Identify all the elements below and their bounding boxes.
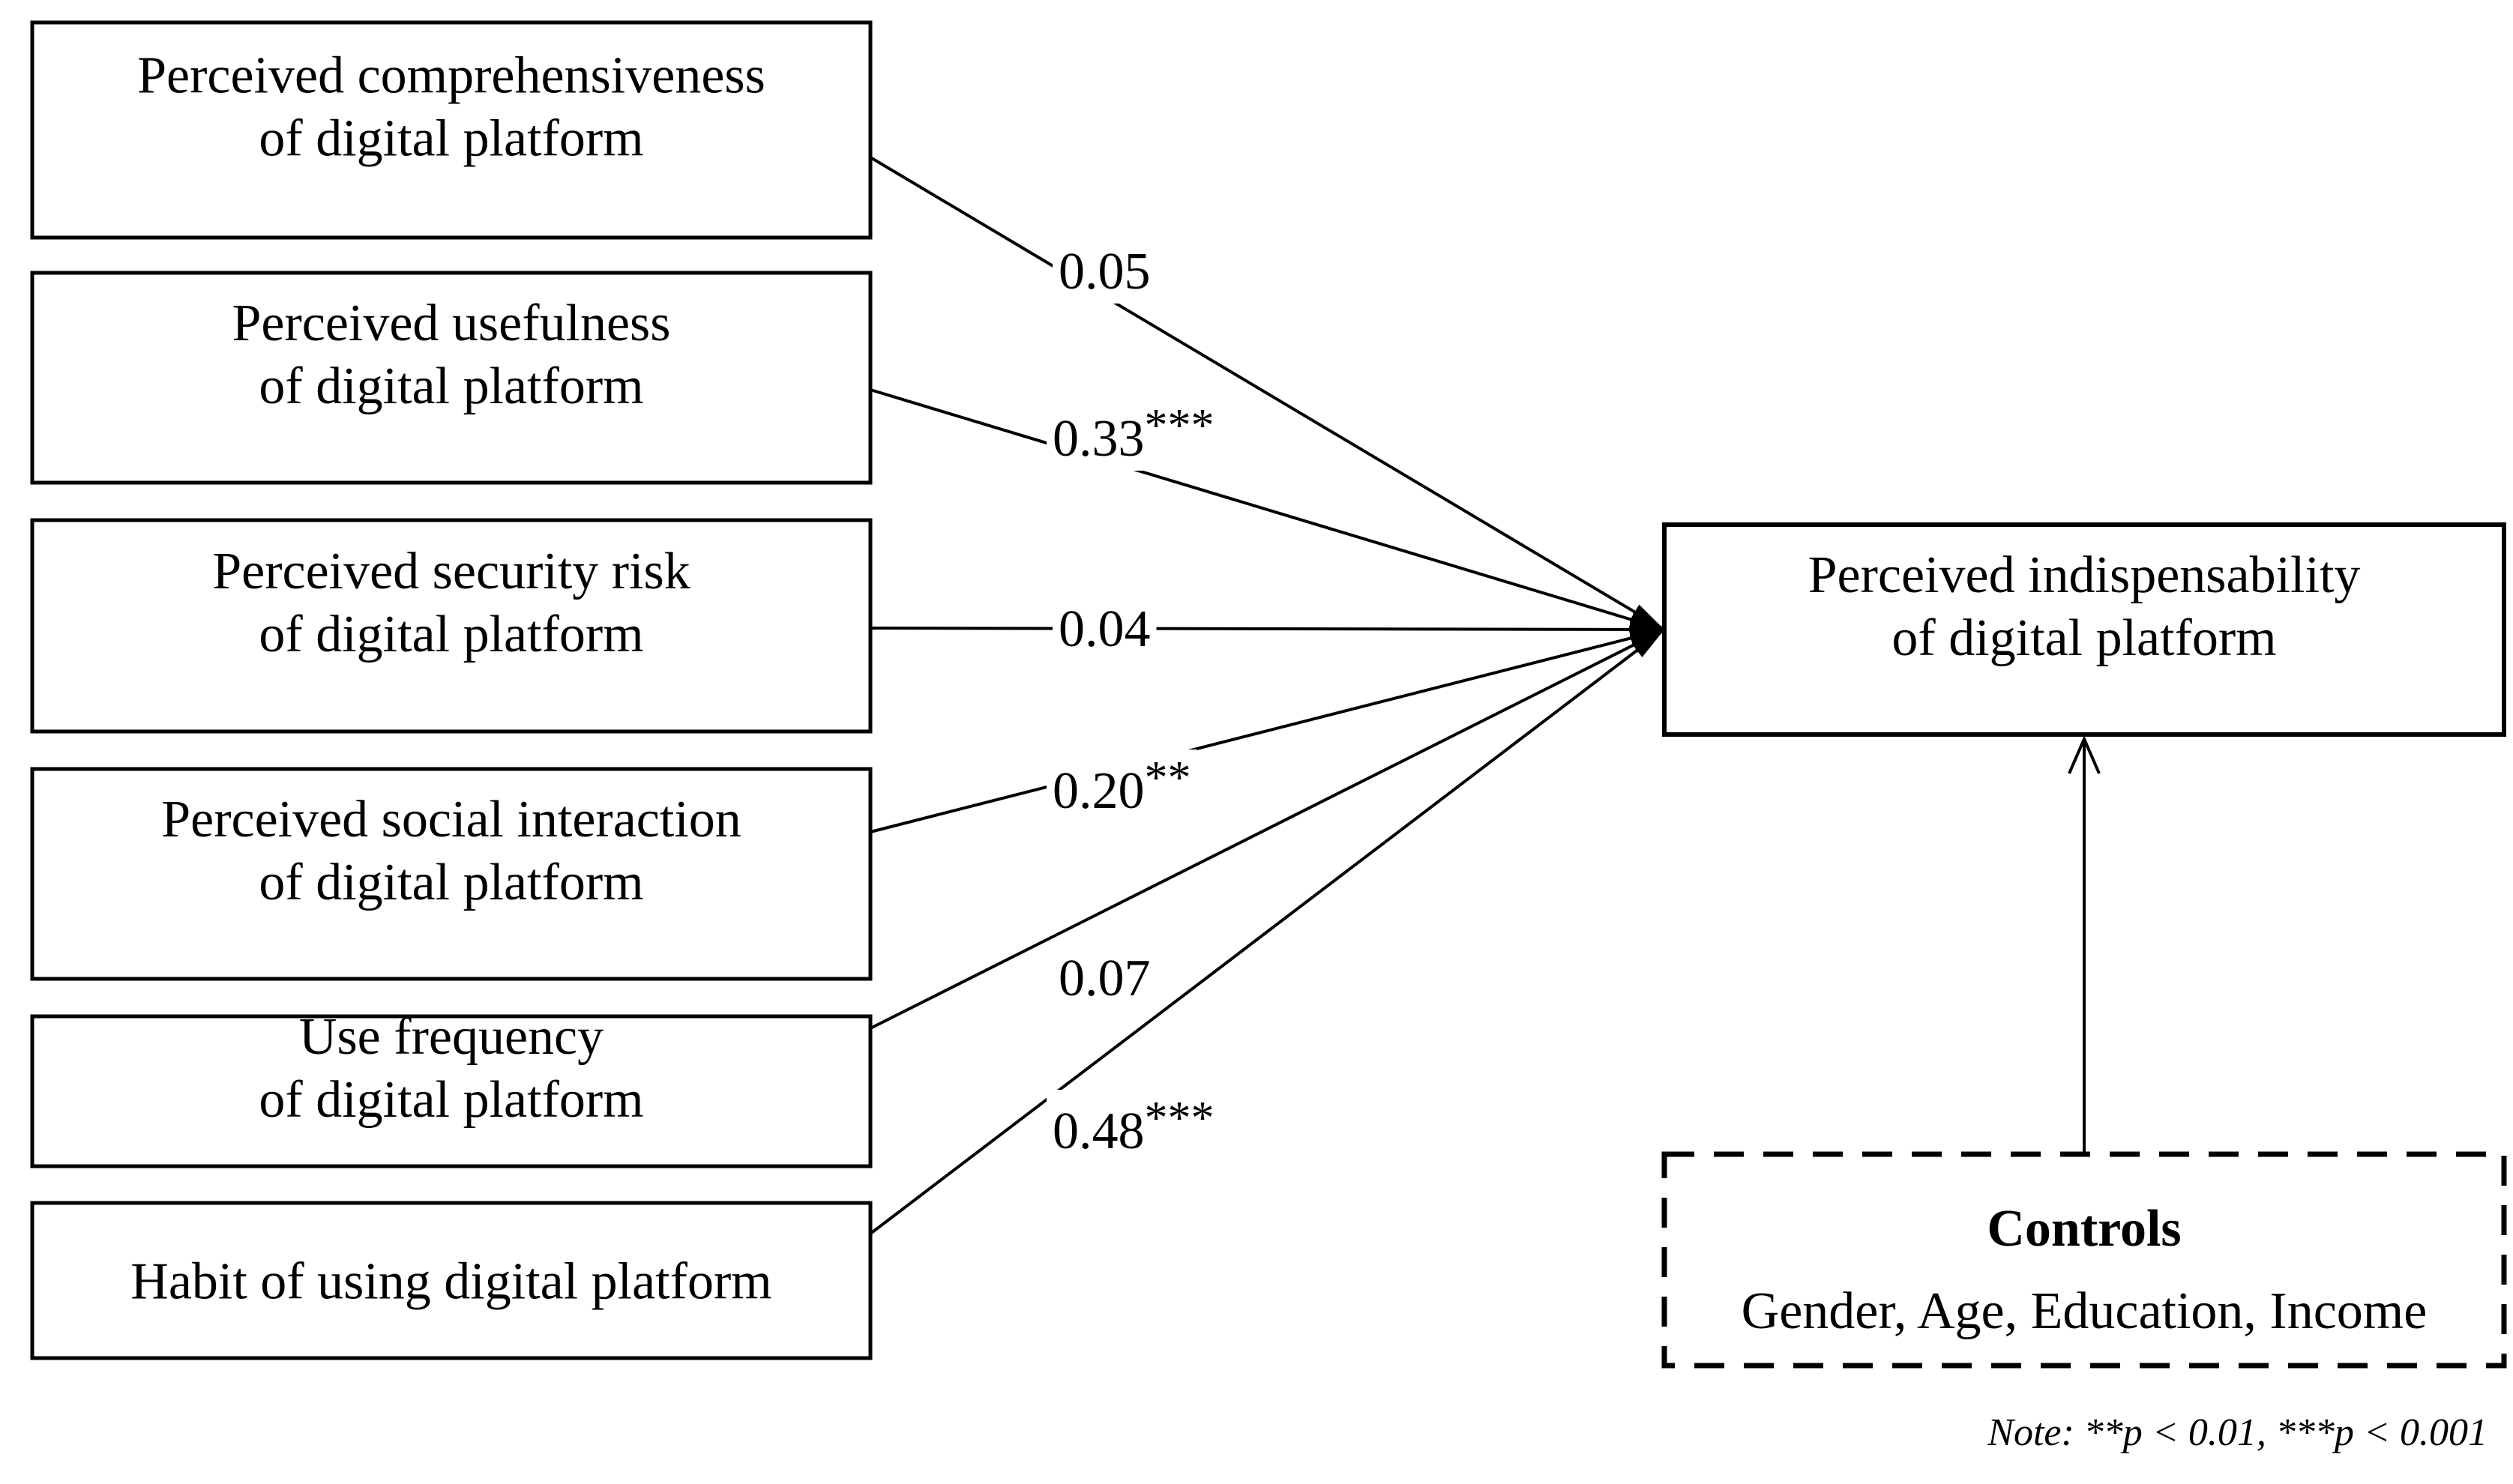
path-line-5 xyxy=(870,628,1665,1030)
predictor-box-1 xyxy=(30,20,873,240)
predictor-label-5-line-2: of digital platform xyxy=(259,1071,643,1129)
predictor-box-3 xyxy=(30,518,873,734)
controls-arrow-head xyxy=(2068,735,2101,774)
controls-title: Controls xyxy=(1987,1200,2181,1258)
svg-text:0.33***: 0.33*** xyxy=(1053,400,1215,468)
coefficient-label-backing xyxy=(1047,397,1221,471)
controls-box xyxy=(1661,1151,2507,1369)
coefficient-label-6: 0.48*** xyxy=(1047,1090,1221,1163)
predictor-label-4-line-2: of digital platform xyxy=(259,854,643,911)
predictor-label-1-line-2: of digital platform xyxy=(259,110,643,168)
path-lines xyxy=(869,156,1666,1235)
path-line-1 xyxy=(869,156,1666,631)
controls-variables: Gender, Age, Education, Income xyxy=(1742,1282,2428,1340)
coefficient-value: 0.33 xyxy=(1053,410,1145,468)
predictor-box-5 xyxy=(30,1014,873,1168)
path-line-2 xyxy=(870,388,1665,631)
significance-stars: *** xyxy=(1145,400,1215,451)
predictor-label-4-line-1: Perceived social interaction xyxy=(161,791,741,848)
predictor-label-2-line-2: of digital platform xyxy=(259,358,643,415)
coefficient-label-3: 0.04 xyxy=(1053,597,1157,661)
svg-text:0.05: 0.05 xyxy=(1059,243,1151,301)
coefficient-value: 0.20 xyxy=(1053,762,1145,820)
note-text: Note: **p < 0.01, ***p < 0.001 xyxy=(1987,1411,2488,1454)
predictor-box-6 xyxy=(30,1201,873,1360)
path-line-4 xyxy=(870,628,1665,833)
predictor-box-2 xyxy=(30,271,873,485)
predictor-box-4 xyxy=(30,767,873,981)
coefficient-label-4: 0.20** xyxy=(1047,749,1197,823)
coefficient-label-backing xyxy=(1053,240,1157,304)
svg-text:0.04: 0.04 xyxy=(1059,600,1151,658)
svg-text:0.48***: 0.48*** xyxy=(1053,1093,1215,1160)
significance-stars: ** xyxy=(1145,752,1191,803)
coefficient-value: 0.05 xyxy=(1059,243,1151,301)
coefficient-label-2: 0.33*** xyxy=(1047,397,1221,471)
predictor-label-6-line-1: Habit of using digital platform xyxy=(130,1253,771,1311)
outcome-label-line-2: of digital platform xyxy=(1891,609,2276,667)
svg-text:0.20**: 0.20** xyxy=(1053,752,1191,820)
coefficient-value: 0.48 xyxy=(1053,1103,1145,1160)
svg-text:0.07: 0.07 xyxy=(1059,950,1151,1007)
coefficient-label-backing xyxy=(1047,749,1197,823)
path-line-6 xyxy=(869,628,1666,1235)
path-line-3 xyxy=(870,621,1665,639)
coefficient-label-backing xyxy=(1053,597,1157,661)
predictor-label-3-line-2: of digital platform xyxy=(259,606,643,663)
coefficient-label-backing xyxy=(1053,947,1157,1010)
coefficient-value: 0.07 xyxy=(1059,950,1151,1007)
outcome-label-line-1: Perceived indispensability xyxy=(1808,546,2361,604)
predictor-label-5-line-1: Use frequency xyxy=(299,1008,604,1066)
coefficient-label-5: 0.07 xyxy=(1053,947,1157,1010)
predictor-label-1-line-1: Perceived comprehensiveness xyxy=(137,47,765,105)
coefficient-label-1: 0.05 xyxy=(1053,240,1157,304)
significance-stars: *** xyxy=(1145,1093,1215,1144)
coefficient-label-backing xyxy=(1047,1090,1221,1163)
predictor-label-3-line-1: Perceived security risk xyxy=(212,543,690,600)
outcome-box xyxy=(1662,522,2506,737)
predictor-label-2-line-1: Perceived usefulness xyxy=(232,295,670,352)
coefficient-value: 0.04 xyxy=(1059,600,1151,658)
